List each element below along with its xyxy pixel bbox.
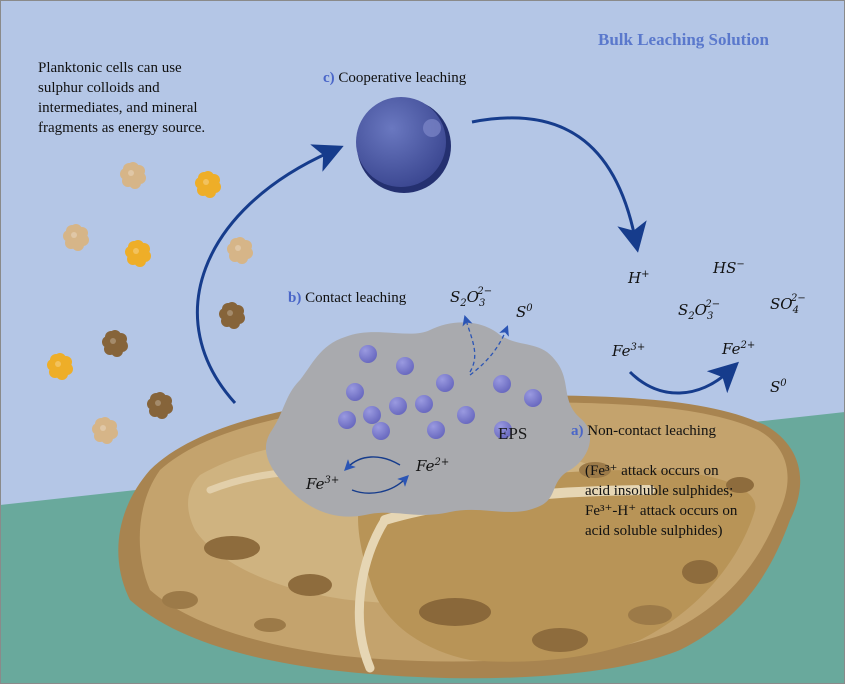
particle-icon xyxy=(195,171,221,198)
fe3-bulk: Fe3+ xyxy=(612,342,646,360)
iron-cycle-arrow-bottom xyxy=(351,475,409,494)
attached-cells xyxy=(338,345,542,440)
cell-icon xyxy=(427,421,445,439)
sulfur-bulk: S0 xyxy=(770,378,787,396)
particle-icon xyxy=(92,417,118,444)
hs-bulk: HS− xyxy=(713,259,745,277)
contact-leaching-label: b) Contact leaching xyxy=(288,290,407,306)
cell-icon xyxy=(338,411,356,429)
particle-icon xyxy=(125,240,151,267)
cell-icon xyxy=(396,357,414,375)
planktonic-cell-icon xyxy=(356,97,451,193)
sulfate-bulk: SO42− xyxy=(770,293,806,316)
sulfur-contact: S0 xyxy=(516,303,533,321)
cell-icon xyxy=(457,406,475,424)
noncontact-leaching-label: a) Non-contact leaching xyxy=(571,423,716,439)
particle-icon xyxy=(63,224,89,251)
thiosulfate-contact: S2O32− xyxy=(450,286,493,309)
particle-icon xyxy=(47,353,73,380)
planktonic-note: Planktonic cells can use sulphur colloid… xyxy=(38,60,206,136)
fe2-bulk: Fe2+ xyxy=(722,340,756,358)
particle-icon xyxy=(102,330,128,357)
cooperative-leaching-label: c) Cooperative leaching xyxy=(323,70,467,86)
cooperative-arrow-right xyxy=(471,116,647,253)
bulk-solution-title: Bulk Leaching Solution xyxy=(598,30,770,49)
cell-icon xyxy=(389,397,407,415)
contact-arrow-thiosulfate xyxy=(462,315,476,373)
cell-icon xyxy=(415,395,433,413)
fe2-eps: Fe2+ xyxy=(416,457,450,475)
cell-icon xyxy=(493,375,511,393)
cell-icon xyxy=(436,374,454,392)
cell-icon xyxy=(494,421,512,439)
cell-icon xyxy=(372,422,390,440)
particle-icon xyxy=(219,302,245,329)
eps-label: EPS xyxy=(498,424,528,443)
cell-icon xyxy=(524,389,542,407)
particle-icon xyxy=(120,162,146,189)
cell-icon xyxy=(359,345,377,363)
particle-icon xyxy=(147,392,173,419)
hplus-bulk: H+ xyxy=(628,269,650,287)
thiosulfate-bulk: S2O32− xyxy=(678,299,721,322)
noncontact-arrow xyxy=(628,361,739,395)
cell-icon xyxy=(363,406,381,424)
fe3-eps: Fe3+ xyxy=(306,475,340,493)
cooperative-arrow-left xyxy=(195,144,344,405)
iron-cycle-arrow-top xyxy=(344,456,401,471)
particle-icon xyxy=(227,237,253,264)
mineral-particles xyxy=(47,162,253,444)
cell-icon xyxy=(346,383,364,401)
noncontact-note: (Fe³⁺ attack occurs on acid insoluble su… xyxy=(585,463,738,539)
